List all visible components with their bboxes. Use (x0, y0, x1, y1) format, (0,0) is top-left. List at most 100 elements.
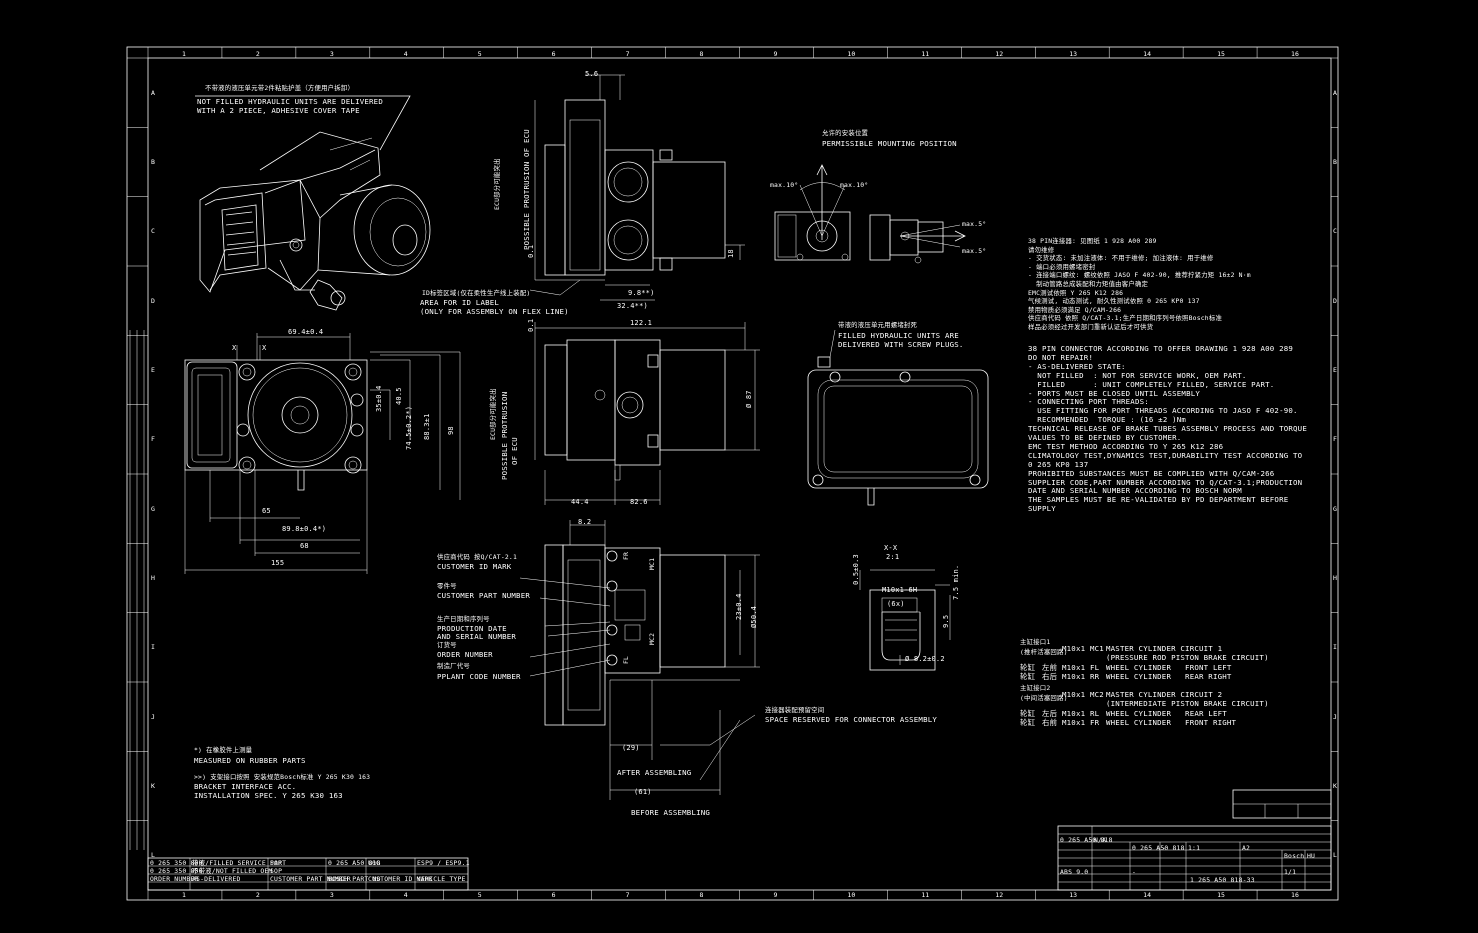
bottom-left-cell: 不带液/NOT FILLED OEM (192, 867, 273, 875)
svm-dim-b1: 44.4 (571, 498, 589, 506)
grid-col-label: 11 (921, 50, 930, 58)
note-cn-line: 样品必须经过开发部门重新认证后才可供货 (1028, 323, 1154, 331)
ports-group2-cn: 主缸接口2 (1020, 684, 1051, 692)
port-desc: MASTER CYLINDER CIRCUIT 1 (1106, 644, 1223, 653)
grid-col-label: 16 (1291, 50, 1299, 58)
bv-label3a: PRODUCTION DATE (437, 624, 507, 633)
bottom-left-cell: 0 265 350 800 (150, 867, 203, 875)
bv-port-fl: FL (622, 655, 630, 664)
svm-dim-b2: 82.6 (630, 498, 648, 506)
bv-label5: PPLANT CODE NUMBER (437, 672, 521, 681)
fv-dim-top: 69.4±0.4 (288, 328, 324, 336)
grid-col-label: 3 (329, 891, 334, 899)
note-en-line: FILLED : UNIT COMPLETELY FILLED, SERVICE… (1028, 379, 1275, 389)
bv-dim-v1: 23±0.4 (735, 593, 743, 621)
svt-dim-top: 5.6 (585, 70, 599, 78)
port-cn: 轮缸 (1020, 663, 1036, 672)
port-thread: M10x1 (1062, 644, 1086, 653)
fv-dim-v5: 98 (447, 426, 455, 435)
note-en-line: PROHIBITED SUBSTANCES MUST BE COMPLIED W… (1028, 468, 1275, 478)
bottom-left-cell: CUSTOMER ID MARK (368, 875, 433, 883)
bottom-view-drawing (519, 520, 760, 800)
grid-row-label: I (151, 643, 155, 652)
sec-title: X-X (884, 544, 898, 552)
bv-dim-top: 8.2 (578, 518, 592, 526)
front-view-drawing (184, 333, 461, 574)
note-en-line: EMC TEST METHOD ACCORDING TO Y 265 K12 2… (1028, 441, 1224, 451)
bottom-left-cell: U0G (368, 859, 381, 867)
note-cn-line: 制动管路总成装配和力矩值由客户确定 (1028, 280, 1149, 288)
grid-row-label: C (151, 227, 155, 236)
svt-idlabel-2: (ONLY FOR ASSEMBLY ON FLEX LINE) (420, 307, 569, 316)
grid-col-label: 9 (773, 50, 778, 58)
svt-dim-b2: 32.4**) (617, 302, 648, 310)
svt-dim-right: 18 (727, 249, 735, 258)
note-en-line: TECHNICAL RELEASE OF BRAKE TUBES ASSEMBL… (1028, 424, 1307, 434)
grid-row-label: H (151, 574, 155, 582)
mounting-views (774, 164, 966, 264)
mount-max-up: max.5° (962, 220, 987, 228)
drawing-number: 1 265 A50 818-33 (1190, 876, 1255, 884)
grid-col-label: 11 (921, 891, 930, 899)
footnote1: MEASURED ON RUBBER PARTS (194, 756, 306, 765)
port-cn: 轮缸 (1020, 718, 1036, 727)
grid-col-label: 7 (625, 50, 630, 58)
sec-75: 7.5 min. (952, 564, 960, 600)
title-block-cell: - (1162, 844, 1167, 852)
bv-label2: CUSTOMER PART NUMBER (437, 591, 530, 600)
port-side: 右前 (1042, 718, 1058, 727)
grid-row-label: A (1333, 88, 1337, 97)
grid-row-label: H (1333, 574, 1337, 582)
bv-label-cn1: 供应商代码 按Q/CAT-2.1 (437, 553, 518, 561)
mount-title-cn: 允许的安装位置 (822, 129, 869, 137)
grid-row-label: D (1333, 296, 1337, 305)
note-cn-line: 气候测试, 动态测试, 耐久性测试依照 0 265 KP0 137 (1028, 297, 1200, 306)
grid-row-label: L (151, 851, 155, 860)
grid-col-label: 16 (1291, 891, 1299, 899)
section-xx-drawing (859, 569, 951, 671)
port-thread: M10x1 (1062, 663, 1086, 672)
bottom-left-cell: ORDER NUMBER (150, 875, 199, 883)
sec-dim-a: 0.5±0.3 (852, 554, 860, 585)
bv-label4: ORDER NUMBER (437, 650, 493, 659)
note-en-line: - AS-DELIVERED STATE: (1028, 361, 1126, 371)
note-en-line: NOT FILLED : NOT FOR SERVICE WORK, OEM P… (1028, 370, 1247, 380)
note-en-line: DATE AND SERIAL NUMBER ACCORDING TO BOSC… (1028, 486, 1242, 496)
grid-row-label: A (151, 88, 155, 97)
bv-before: BEFORE ASSEMBLING (631, 808, 711, 817)
iso-note-cn: 不带液的液压单元带2件粘贴护盖（方便用户拆卸） (205, 84, 355, 92)
bv-port-mc1: MC1 (648, 557, 656, 570)
sec-scale: 2:1 (886, 553, 900, 561)
mount-max-right: max.10° (840, 181, 869, 189)
grid-row-label: K (151, 782, 155, 790)
port-desc: WHEEL CYLINDER FRONT LEFT (1106, 663, 1232, 672)
note-en-line: SUPPLIER CODE,PART NUMBER ACCORDING TO Q… (1028, 477, 1303, 487)
svm-dim-top: 122.1 (630, 319, 653, 327)
grid-col-label: 15 (1217, 50, 1225, 58)
fv-dim-h3: 68 (300, 542, 309, 550)
footnote2-cn: >>) 支架接口按照 安装规范Bosch标准 Y 265 K30 163 (194, 773, 371, 781)
svt-dim-left: 0.1 (527, 244, 535, 258)
note-en-line: THE SAMPLES MUST BE RE-VALIDATED BY PD D… (1028, 495, 1289, 505)
grid-row-label: E (1333, 366, 1337, 374)
footnote1-cn: *) 在橡胶件上测量 (194, 746, 253, 754)
mount-max-left: max.10° (770, 181, 799, 189)
fv-dim-v4: 88.3±1 (423, 413, 431, 441)
note-cn-line: - 交货状态: 未加注液体: 不用于维修; 加注液体: 用于维修 (1028, 254, 1214, 263)
title-block-cell: 1:1 (1188, 844, 1201, 852)
iso-note-line2: WITH A 2 PIECE, ADHESIVE COVER TAPE (197, 106, 360, 115)
svt-idlabel-1: AREA FOR ID LABEL (420, 298, 500, 307)
title-block-cell: 1/1 (1284, 868, 1297, 876)
port-side: 右后 (1042, 672, 1058, 681)
bottom-left-cell: BOSCH PART NO (328, 875, 381, 883)
bottom-left-cell: 带液/FILLED SERVICE PART (192, 859, 287, 867)
fv-x2: X (262, 344, 267, 352)
bv-label3b: AND SERIAL NUMBER (437, 632, 517, 641)
grid-col-label: 12 (995, 50, 1004, 58)
grid-row-label: E (151, 366, 155, 374)
svm-dim-left: 0.1 (527, 318, 535, 332)
svm-protrusion-2: OF ECU (510, 437, 519, 465)
grid-row-label: B (151, 158, 155, 166)
outer-border (126, 46, 1339, 901)
note-cn-line: - 连接端口螺纹: 螺纹依照 JASO F 402-90, 推荐拧紧力矩 16±… (1028, 271, 1251, 280)
